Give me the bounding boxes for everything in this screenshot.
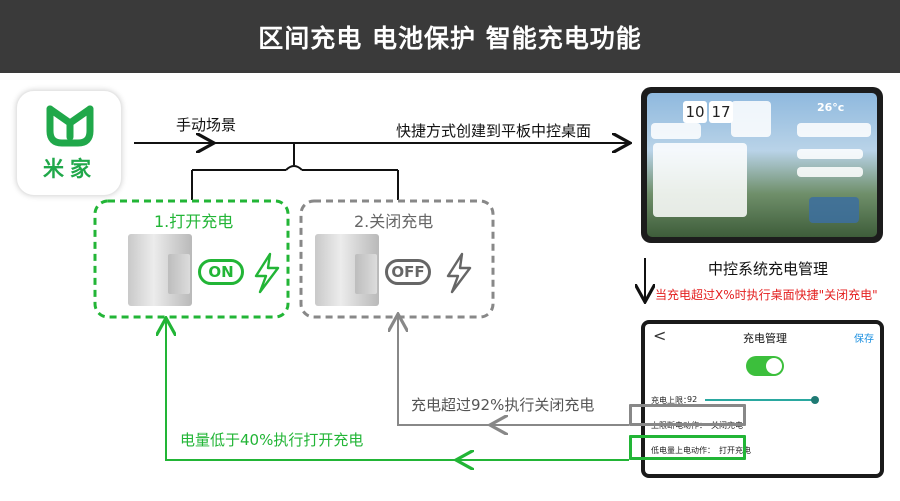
lower-action-highlight bbox=[629, 435, 746, 460]
banner-title: 区间充电 电池保护 智能充电功能 bbox=[258, 23, 642, 53]
breaker-device-step bbox=[168, 254, 190, 294]
manual-scene-label: 手动场景 bbox=[176, 116, 237, 134]
tablet-mockup: 10 17 26°c bbox=[641, 87, 883, 243]
toggle-knob bbox=[766, 358, 782, 374]
upper-action-highlight bbox=[629, 404, 746, 426]
phone-mockup: < 充电管理 保存 充电上限： 92 上限断电动作： 关闭充电 低电量上电动作：… bbox=[641, 320, 884, 478]
phone-screen: < 充电管理 保存 充电上限： 92 上限断电动作： 关闭充电 低电量上电动作：… bbox=[645, 324, 880, 474]
over92-arrow bbox=[398, 316, 629, 426]
charge-toggle[interactable] bbox=[746, 356, 784, 376]
temperature-readout: 26°c bbox=[817, 101, 845, 114]
slider-card[interactable] bbox=[797, 167, 863, 177]
lightning-icon bbox=[254, 252, 280, 294]
slider-card[interactable] bbox=[797, 149, 863, 159]
controller-note: 当充电超过X%时执行桌面快捷"关闭充电" bbox=[655, 288, 878, 302]
shortcut-label: 快捷方式创建到平板中控桌面 bbox=[396, 122, 592, 140]
below40-label: 电量低于40%执行打开充电 bbox=[180, 431, 364, 449]
shortcut-grid-card[interactable] bbox=[653, 143, 747, 217]
upper-limit-slider[interactable] bbox=[705, 399, 815, 401]
clock-minute: 17 bbox=[709, 101, 733, 123]
phone-title: 充电管理 bbox=[743, 332, 787, 345]
upper-limit-label: 充电上限： bbox=[651, 396, 691, 405]
mijia-logo-icon: 米家 bbox=[16, 90, 122, 196]
widget-card bbox=[731, 101, 771, 137]
clock-hour: 10 bbox=[683, 101, 707, 123]
box-off-title: 2.关闭充电 bbox=[354, 212, 434, 231]
on-badge: ON bbox=[198, 259, 244, 285]
weather-card bbox=[651, 123, 701, 139]
back-icon[interactable]: < bbox=[653, 326, 667, 345]
lightning-icon bbox=[446, 252, 472, 294]
mijia-symbol bbox=[46, 105, 94, 147]
slider-handle[interactable] bbox=[811, 396, 819, 404]
title-banner: 区间充电 电池保护 智能充电功能 bbox=[0, 0, 900, 73]
box-off bbox=[299, 199, 495, 319]
breaker-device-step bbox=[355, 254, 377, 294]
lower-action-label: 低电量上电动作： bbox=[651, 446, 715, 455]
lower-action-value[interactable]: 打开充电 bbox=[719, 446, 751, 455]
control-card[interactable] bbox=[797, 123, 871, 137]
box-on bbox=[93, 199, 290, 319]
off-badge: OFF bbox=[385, 259, 431, 285]
over92-label: 充电超过92%执行关闭充电 bbox=[411, 396, 595, 414]
mijia-app-name: 米家 bbox=[43, 157, 97, 181]
controller-title: 中控系统充电管理 bbox=[708, 260, 829, 278]
box-on-title: 1.打开充电 bbox=[154, 212, 234, 231]
tablet-screen: 10 17 26°c bbox=[647, 93, 877, 237]
photo-card bbox=[809, 197, 859, 223]
upper-limit-value: 92 bbox=[687, 395, 698, 404]
save-button[interactable]: 保存 bbox=[854, 334, 874, 345]
